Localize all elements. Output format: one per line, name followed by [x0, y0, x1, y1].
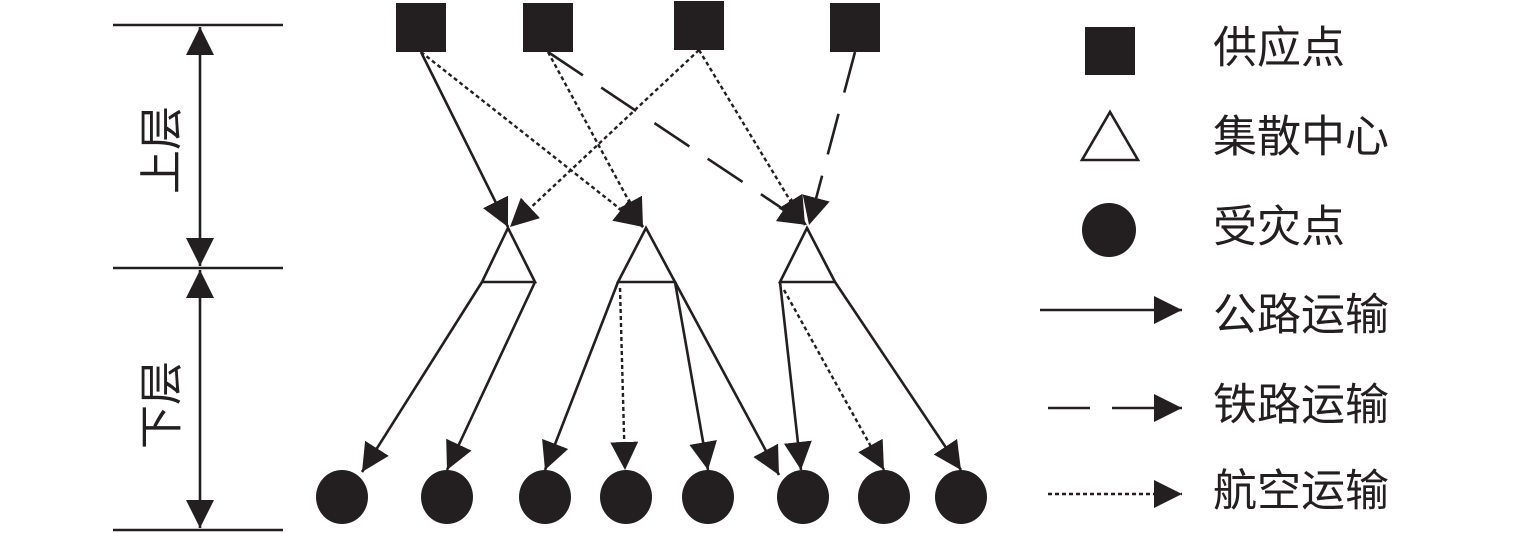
legend-label-supply: 供应点	[1213, 23, 1345, 74]
air-edge	[546, 51, 645, 228]
affected-point-8	[935, 470, 987, 524]
road-edge	[360, 281, 484, 473]
affected-point-1	[316, 470, 368, 524]
legend-label-air: 航空运输	[1213, 466, 1389, 517]
upper-layer-label: 上层	[137, 106, 188, 194]
road-edge	[445, 281, 537, 471]
affected-point-4	[600, 470, 652, 524]
road-edge	[419, 51, 510, 228]
affected-point-2	[421, 470, 473, 524]
affected-points	[316, 470, 987, 524]
road-edge	[778, 281, 812, 471]
affected-point-7	[858, 470, 910, 524]
distribution-center-2	[615, 225, 678, 284]
legend-label-road: 公路运输	[1213, 290, 1389, 341]
air-edge	[697, 49, 807, 226]
legend-label-center: 集散中心	[1213, 112, 1389, 163]
affected-point-6	[777, 470, 829, 524]
rail-edge	[802, 51, 857, 226]
air-edge	[782, 289, 886, 471]
air-edge	[509, 49, 700, 228]
lower-layer-label: 下层	[137, 361, 188, 449]
supply-point-2	[523, 3, 573, 52]
affected-point-3	[519, 470, 571, 524]
air-edge	[610, 287, 639, 471]
legend-label-rail: 铁路运输	[1213, 380, 1389, 431]
distribution-center-3	[777, 225, 838, 284]
supply-points	[396, 1, 880, 52]
distribution-center-1	[479, 225, 538, 284]
road-edge	[833, 281, 963, 471]
distribution-center-legend-icon	[1079, 109, 1141, 162]
supply-point-3	[674, 1, 724, 50]
road-edge	[673, 281, 717, 471]
supply-point-legend-icon	[1085, 27, 1135, 75]
legend-label-affected: 受灾点	[1213, 202, 1345, 253]
legend: 供应点 集散中心 受灾点 公路运输 铁路运输 航空运输	[1040, 23, 1389, 517]
rail-edge	[547, 50, 808, 227]
layer-axis: 上层 下层	[113, 23, 283, 532]
distribution-centers	[479, 225, 838, 284]
air-edge	[420, 51, 644, 228]
road-edge	[542, 281, 620, 471]
affected-point-5	[682, 470, 734, 524]
lower-layer-edges	[360, 281, 963, 476]
affected-point-legend-icon	[1082, 203, 1136, 257]
road-edge	[673, 281, 781, 476]
upper-layer-edges	[419, 49, 857, 228]
supply-point-4	[830, 3, 880, 52]
supply-point-1	[396, 3, 446, 52]
